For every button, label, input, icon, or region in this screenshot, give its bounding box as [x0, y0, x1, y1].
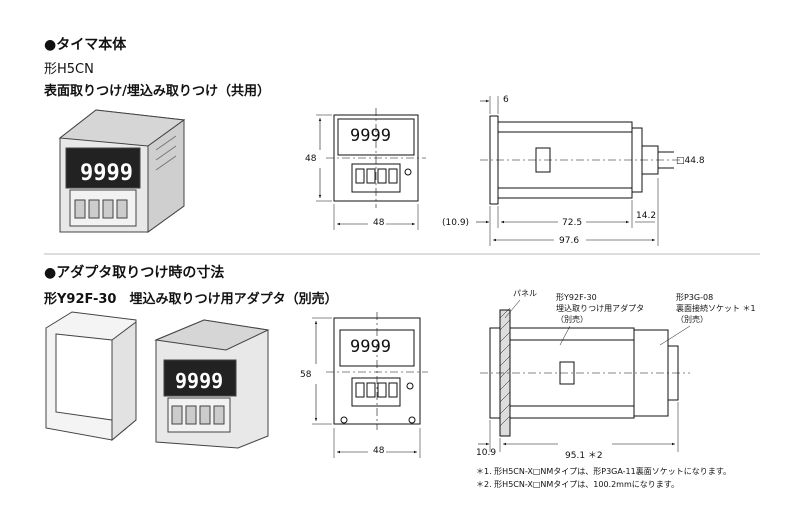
front-view-bottom-display: 9999 [350, 337, 391, 357]
dim-top-width: 48 [373, 218, 385, 228]
dim-bottom-width: 48 [373, 446, 385, 456]
dim-bottom-left: 10.9 [476, 448, 497, 458]
section2-model: 形Y92F-30 埋込み取りつけ用アダプタ（別売） [44, 292, 338, 307]
label-socket-note: （別売） [676, 315, 708, 324]
front-view-top-display: 9999 [350, 126, 391, 146]
section1-heading: ●タイマ本体 [44, 37, 127, 53]
dim-top-panel: 6 [503, 95, 509, 105]
label-adapter-model: 形Y92F-30 [556, 293, 597, 302]
dim-bottom-depth: 95.1 ＊2 [565, 451, 603, 461]
section1-mount: 表面取りつけ/埋込み取りつけ（共用） [44, 84, 271, 99]
dim-bottom-height: 58 [300, 370, 312, 380]
timer-adapter-photo-display: 9999 [175, 369, 223, 393]
timer-photo [58, 109, 186, 233]
front-view-top [316, 108, 426, 230]
dim-top-total: 97.6 [559, 236, 580, 246]
section2-heading: ●アダプタ取りつけ時の寸法 [44, 265, 225, 281]
front-view-bottom [312, 312, 428, 458]
timer-photo-display: 9999 [80, 161, 133, 186]
side-view-bottom [478, 299, 691, 452]
label-adapter-desc: 埋込取りつけ用アダプタ [556, 304, 645, 313]
footnote-1: ＊1. 形H5CN-X□NMタイプは、形P3GA-11裏面ソケットになります。 [476, 467, 731, 476]
dim-top-side-c: 14.2 [636, 211, 657, 221]
timer-adapter-photo [154, 319, 270, 449]
dim-top-height: 48 [305, 154, 317, 164]
label-socket-model: 形P3G-08 [676, 293, 714, 302]
side-view-top [476, 96, 680, 246]
adapter-photo [45, 311, 137, 442]
dim-top-square: □44.8 [676, 156, 705, 166]
label-adapter-note: （別売） [556, 315, 588, 324]
label-socket-desc: 裏面接続ソケット ＊1 [676, 304, 756, 313]
dim-top-side-b: 72.5 [562, 218, 583, 228]
label-panel: パネル [513, 289, 537, 298]
dim-top-side-a: (10.9) [442, 218, 470, 228]
section1-model: 形H5CN [44, 62, 94, 77]
footnote-2: ＊2. 形H5CN-X□NMタイプは、100.2mmになります。 [476, 480, 679, 489]
